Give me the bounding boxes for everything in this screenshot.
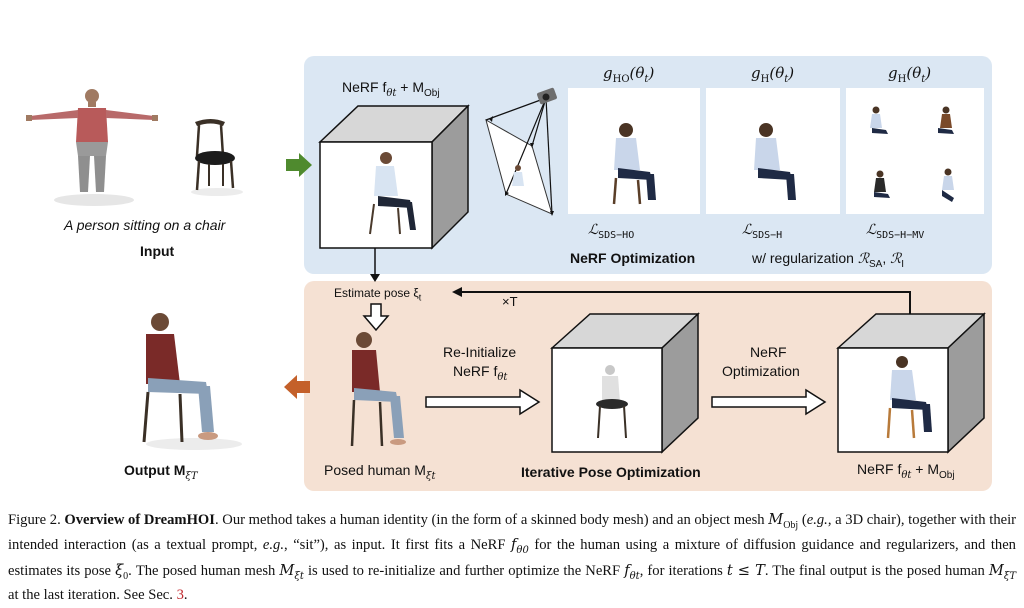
section-reference-link[interactable]: 3 xyxy=(176,587,184,604)
guidance-label-h: gH(θt) xyxy=(751,64,795,85)
hollow-down-arrow-icon xyxy=(362,303,390,332)
posed-human-image xyxy=(350,332,406,447)
optimized-nerf-cube xyxy=(836,312,986,454)
down-arrow-icon xyxy=(370,248,380,282)
guidance-label-ho: gHO(θt) xyxy=(603,64,655,85)
camera-icon xyxy=(537,87,557,105)
iteration-loop-arrow xyxy=(452,287,911,316)
render-multiview-grid xyxy=(846,88,984,214)
hollow-right-arrow-optimize-icon xyxy=(711,388,827,416)
guidance-label-h-mv: gH(θt) xyxy=(888,64,932,85)
loss-label-sds-h-mv: ℒSDS−H−MV xyxy=(866,222,925,241)
input-prompt-text: A person sitting on a chair xyxy=(64,217,226,233)
chair-mesh-image xyxy=(191,119,243,196)
render-human-only xyxy=(706,88,840,214)
green-arrow-right-icon xyxy=(286,153,312,177)
top-nerf-label: NeRF fθt + MObj xyxy=(342,79,440,99)
reinitialized-nerf-cube xyxy=(550,312,700,454)
estimate-pose-label: Estimate pose ξt xyxy=(334,286,422,303)
output-label: Output MξT xyxy=(124,462,198,482)
reinitialize-label-line2: NeRF fθt xyxy=(453,363,508,383)
hollow-right-arrow-reinit-icon xyxy=(425,388,541,416)
input-label: Input xyxy=(140,243,175,259)
posed-human-label: Posed human Mξt xyxy=(324,462,436,482)
nerf-opt-label-line2: Optimization xyxy=(722,363,800,379)
top-nerf-cube xyxy=(318,104,470,250)
t-pose-human-mesh-image xyxy=(26,89,158,206)
output-human-image xyxy=(142,313,242,450)
regularization-label: w/ regularization ℛSA, ℛI xyxy=(752,250,905,270)
orange-arrow-left-icon xyxy=(284,375,310,399)
loss-label-sds-ho: ℒSDS−HO xyxy=(588,222,635,241)
figure-caption: Figure 2. Overview of DreamHOI. Our meth… xyxy=(8,511,1017,604)
render-human-object xyxy=(568,88,700,214)
times-t-label: ×T xyxy=(502,294,518,309)
camera-projection-diagram xyxy=(485,87,557,216)
output-nerf-label: NeRF fθt + MObj xyxy=(857,461,955,481)
reinitialize-label-line1: Re-Initialize xyxy=(443,344,517,360)
iterative-pose-optimization-label: Iterative Pose Optimization xyxy=(521,464,701,480)
nerf-opt-label-line1: NeRF xyxy=(750,344,787,360)
nerf-optimization-label: NeRF Optimization xyxy=(570,250,696,266)
loss-label-sds-h: ℒSDS−H xyxy=(742,222,783,241)
